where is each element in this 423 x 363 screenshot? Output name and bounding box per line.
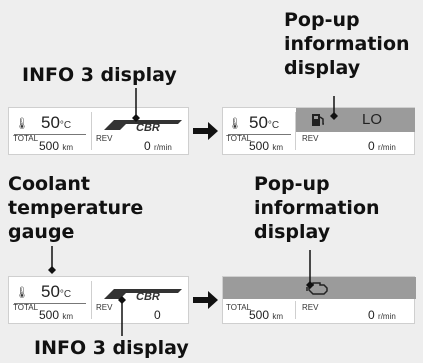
coolant-gauge-callout: Coolant temperature gauge (8, 173, 144, 243)
meter-panel-engine-popup: TOTAL 500 km REV 0 r/min (222, 276, 416, 324)
meter-panel-normal: 🌡︎ 50°C TOTAL 500 km CBR REV 0 r/min (8, 107, 189, 155)
total-label: TOTAL (226, 134, 252, 143)
coolant-temperature-value: 50°C (41, 282, 72, 301)
total-label: TOTAL (13, 134, 39, 143)
info3-display-callout-bottom: INFO 3 display (34, 337, 189, 359)
transition-arrow-top (193, 122, 218, 140)
coolant-leader-dot (48, 266, 56, 274)
thermometer-icon: 🌡︎ (228, 118, 242, 130)
rev-value: 0 (154, 308, 161, 322)
thermometer-icon: 🌡︎ (15, 287, 29, 299)
popup-display-callout-bottom: Pop-up information display (254, 173, 380, 243)
svg-text:CBR: CBR (136, 122, 160, 133)
total-odometer-value: 500 km (249, 308, 284, 322)
info3-display-callout-top: INFO 3 display (22, 64, 177, 86)
popup-information-display: LO (296, 108, 415, 132)
thermometer-icon: 🌡︎ (15, 118, 29, 130)
cbr-logo: CBR (104, 120, 182, 133)
svg-text:CBR: CBR (136, 291, 160, 302)
info3-leader-top-dot (132, 114, 140, 122)
rev-value: 0 r/min (144, 139, 172, 153)
popup-leader-bottom-dot (306, 281, 314, 289)
total-odometer-value: 500 km (249, 139, 284, 153)
check-engine-icon (306, 282, 328, 295)
rev-label: REV (96, 303, 113, 312)
meter-panel-normal-bottom: 🌡︎ 50°C TOTAL 500 km CBR REV 0 (8, 276, 189, 324)
cbr-logo: CBR (104, 289, 182, 302)
fuel-level-value: LO (362, 111, 383, 128)
total-odometer-value: 500 km (39, 308, 74, 322)
popup-information-display (223, 277, 416, 299)
total-odometer-value: 500 km (39, 139, 74, 153)
coolant-temperature-value: 50°C (41, 113, 72, 132)
info3-leader-bottom-dot (118, 296, 126, 304)
coolant-temperature-value: 50°C (249, 113, 280, 132)
fuel-pump-icon (312, 114, 324, 126)
popup-leader-top-dot (330, 112, 338, 120)
rev-label: REV (96, 134, 113, 143)
total-label: TOTAL (226, 303, 252, 312)
meter-panel-fuel-popup: 🌡︎ 50°C TOTAL 500 km LO REV 0 r/min (222, 107, 415, 155)
rev-label: REV (302, 134, 319, 143)
rev-label: REV (302, 303, 319, 312)
total-label: TOTAL (13, 303, 39, 312)
rev-value: 0 r/min (368, 308, 396, 322)
rev-value: 0 r/min (368, 139, 396, 153)
transition-arrow-bottom (193, 291, 218, 309)
popup-display-callout-top: Pop-up information display (284, 9, 410, 79)
